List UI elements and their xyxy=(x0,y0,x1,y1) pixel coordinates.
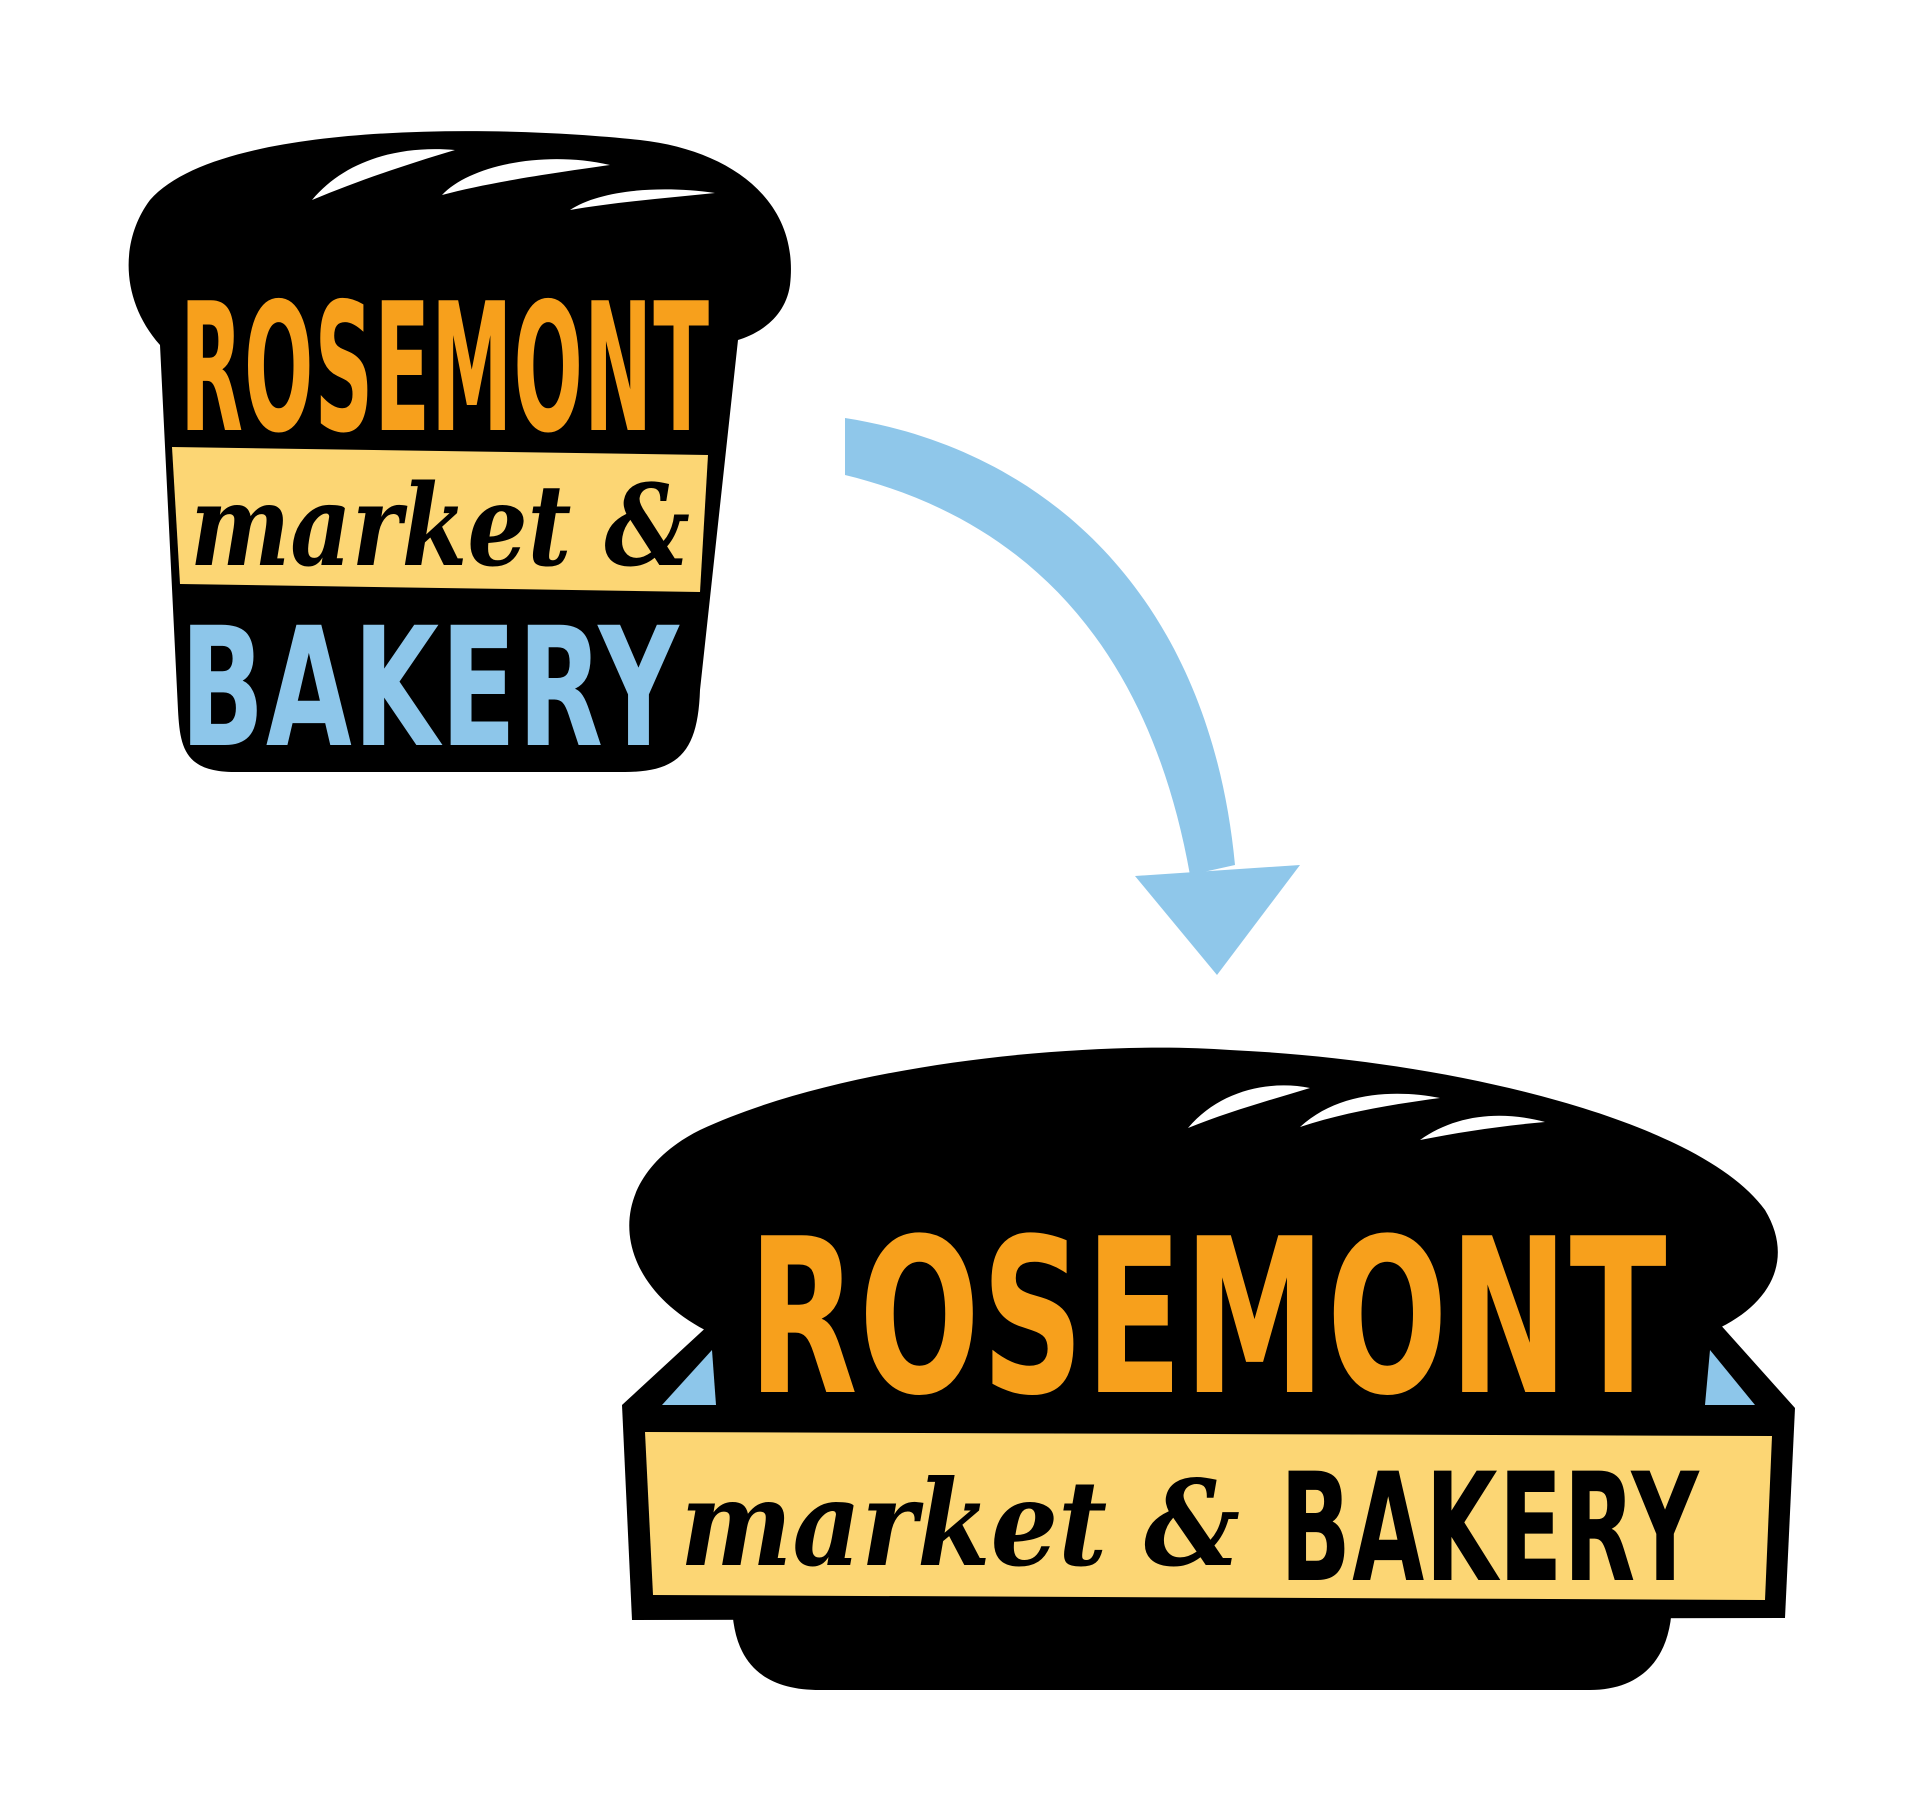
dome-highlight-2 xyxy=(1300,1093,1440,1127)
crust-highlight-1 xyxy=(312,149,455,200)
horizontal-cream-banner xyxy=(645,1432,1772,1600)
vertical-bakery-text: BAKERY xyxy=(180,592,680,784)
horizontal-bread-base xyxy=(732,1600,1672,1690)
dome-highlight-3 xyxy=(1420,1115,1545,1140)
arrow-shaft xyxy=(845,418,1235,875)
horizontal-rosemont-text: ROSEMONT xyxy=(748,1192,1668,1443)
arrow-head xyxy=(1135,865,1300,975)
crust-highlight-2 xyxy=(442,159,610,195)
curved-arrow-icon xyxy=(845,418,1300,975)
left-blue-triangle xyxy=(662,1350,716,1405)
vertical-rosemont-text: ROSEMONT xyxy=(180,265,710,472)
vertical-cream-band xyxy=(172,447,708,592)
horizontal-bakery-text: BAKERY xyxy=(1280,1442,1700,1616)
horizontal-market-text: market & xyxy=(680,1454,1240,1593)
crust-highlight-3 xyxy=(570,189,715,210)
right-blue-triangle xyxy=(1705,1350,1755,1405)
vertical-logo: ROSEMONT market & BAKERY xyxy=(128,131,791,784)
dome-highlight-1 xyxy=(1188,1085,1310,1128)
vertical-market-text: market & xyxy=(190,461,690,592)
horizontal-logo: ROSEMONT market & BAKERY xyxy=(622,1047,1795,1690)
